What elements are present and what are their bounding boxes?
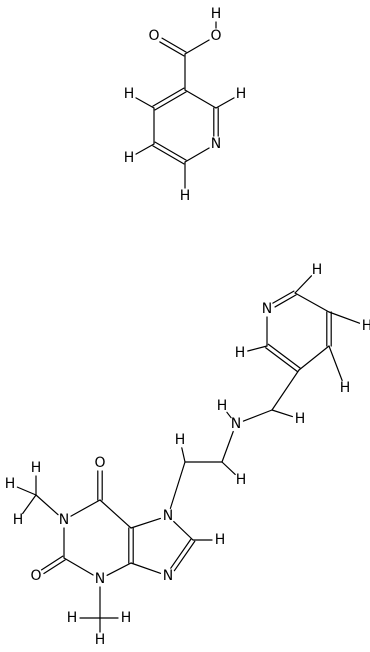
single-bond (99, 499, 132, 529)
atom-label-h: H (340, 380, 351, 396)
single-bond (181, 447, 186, 463)
single-bond (173, 520, 194, 541)
atom-label-h: H (236, 472, 247, 488)
atom-label-h: H (5, 476, 16, 492)
double-bond-line (274, 294, 297, 308)
atom-label-n: N (211, 136, 221, 152)
atom-label-h: H (180, 188, 191, 204)
double-bond-line (159, 41, 185, 57)
atom-label-o: O (148, 28, 159, 44)
single-bond (242, 409, 273, 422)
single-bond (35, 494, 59, 516)
single-bond (298, 345, 330, 371)
double-bond-line (154, 91, 187, 111)
single-bond (271, 369, 300, 411)
single-bond (184, 147, 210, 163)
atom-label-n: N (59, 512, 69, 528)
double-bond-line (161, 37, 187, 53)
single-bond (70, 499, 101, 517)
double-bond-line (267, 343, 301, 369)
single-bond (328, 345, 343, 382)
atom-label-n: N (231, 416, 241, 432)
single-bond (221, 430, 234, 463)
single-bond (130, 562, 162, 574)
double-bond-line (43, 559, 66, 575)
single-bond (221, 461, 236, 476)
atom-label-h: H (95, 632, 106, 648)
double-bond-line (152, 87, 185, 107)
single-bond (328, 311, 361, 324)
single-bond (215, 97, 235, 109)
single-bond (184, 89, 217, 109)
single-bond (135, 97, 155, 109)
double-bond-line (152, 145, 185, 165)
atom-label-h: H (312, 262, 323, 278)
single-bond (130, 517, 161, 529)
double-bond-line (272, 290, 295, 304)
single-bond (184, 39, 210, 55)
double-bond-line (265, 347, 299, 373)
atom-label-h: H (124, 86, 135, 102)
single-bond (294, 292, 330, 313)
atom-label-h: H (67, 610, 78, 626)
double-bond-line (154, 141, 187, 161)
atom-label-h: H (236, 86, 247, 102)
double-bond-line (40, 555, 64, 571)
atom-label-n: N (95, 571, 105, 587)
atom-label-o: O (210, 28, 221, 44)
single-bond (226, 411, 232, 419)
atom-label-h: H (31, 460, 42, 476)
single-bond (106, 562, 132, 576)
single-bond (135, 143, 155, 155)
double-bond-line (173, 540, 196, 572)
single-bond (169, 461, 186, 509)
atom-label-h: H (362, 318, 370, 334)
atom-label-h: H (211, 6, 222, 22)
atom-label-n: N (163, 508, 173, 524)
single-bond (16, 486, 37, 496)
atom-label-n: N (163, 568, 173, 584)
atom-label-o: O (30, 568, 41, 584)
atom-label-h: H (13, 512, 24, 528)
atom-label-h: H (217, 398, 228, 414)
atom-label-o: O (94, 455, 105, 471)
atom-label-h: H (175, 432, 186, 448)
single-bond (63, 557, 94, 576)
single-bond (22, 494, 37, 515)
single-bond (294, 275, 313, 294)
double-bond-line (170, 538, 192, 569)
atom-label-h: H (215, 532, 226, 548)
atom-label-h: H (124, 150, 135, 166)
atom-label-h: H (295, 411, 306, 427)
atom-label-h: H (121, 610, 132, 626)
atom-label-n: N (262, 301, 272, 317)
single-bond (271, 409, 293, 418)
single-bond (247, 345, 268, 352)
atom-label-h: H (235, 345, 246, 361)
